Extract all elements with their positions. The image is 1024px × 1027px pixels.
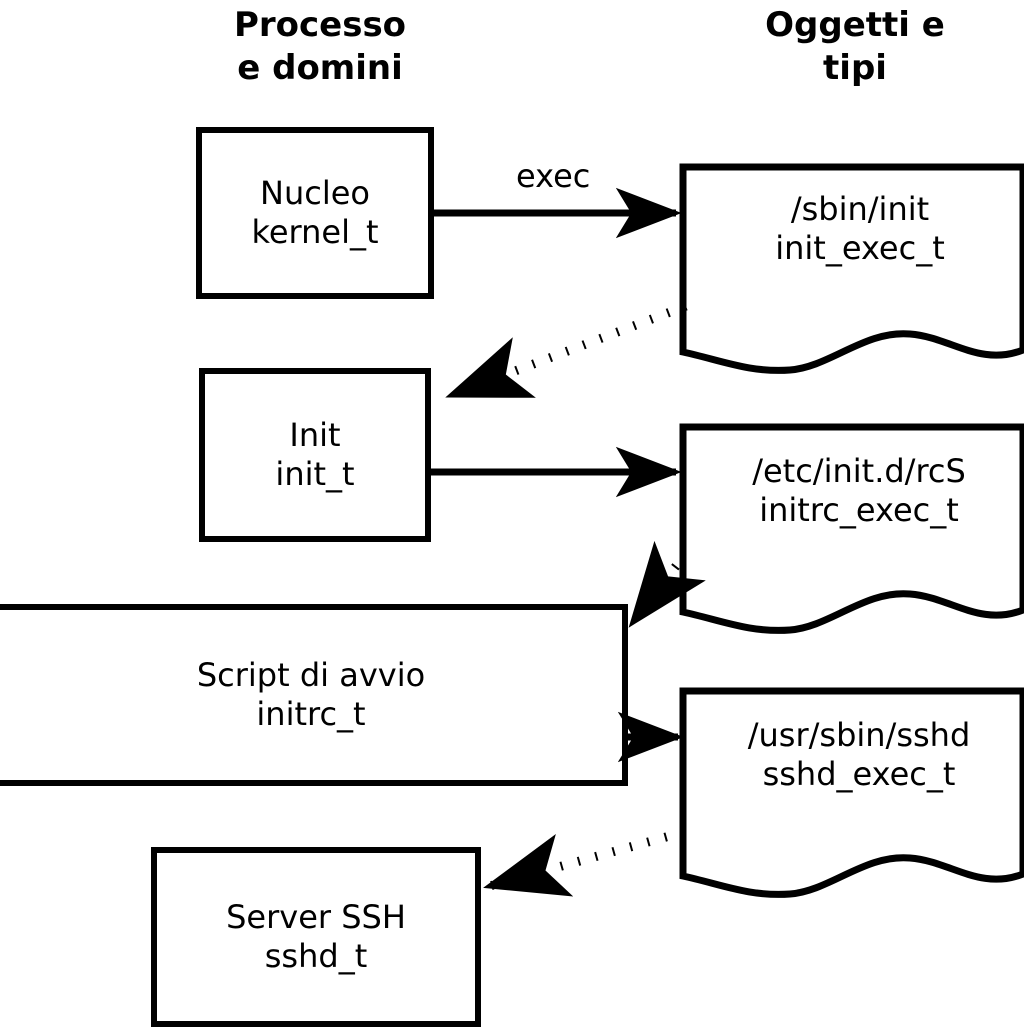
object-label-init-exec: /sbin/init init_exec_t bbox=[775, 190, 945, 268]
process-box-init[interactable]: Init init_t bbox=[199, 368, 431, 542]
edge-init-exec-to-init bbox=[445, 301, 688, 400]
process-box-kernel[interactable]: Nucleo kernel_t bbox=[196, 127, 434, 299]
edge-sshd-exec-to-sshd bbox=[483, 827, 686, 897]
edge-label-exec: exec bbox=[516, 157, 591, 195]
column-header-processes: Processo e domini bbox=[233, 5, 407, 88]
process-box-sshd[interactable]: Server SSH sshd_t bbox=[151, 847, 481, 1027]
column-header-objects: Oggetti e tipi bbox=[765, 5, 945, 88]
process-box-initrc[interactable]: Script di avvio initrc_t bbox=[0, 604, 628, 786]
object-document-init-exec[interactable] bbox=[679, 162, 1024, 377]
object-label-sshd-exec: /usr/sbin/sshd sshd_exec_t bbox=[747, 716, 971, 794]
object-label-initrc-exec: /etc/init.d/rcS initrc_exec_t bbox=[752, 452, 966, 530]
edge-initrc-exec-to-initrc bbox=[628, 540, 706, 628]
object-document-initrc-exec[interactable] bbox=[679, 422, 1024, 637]
object-document-sshd-exec[interactable] bbox=[679, 686, 1024, 901]
